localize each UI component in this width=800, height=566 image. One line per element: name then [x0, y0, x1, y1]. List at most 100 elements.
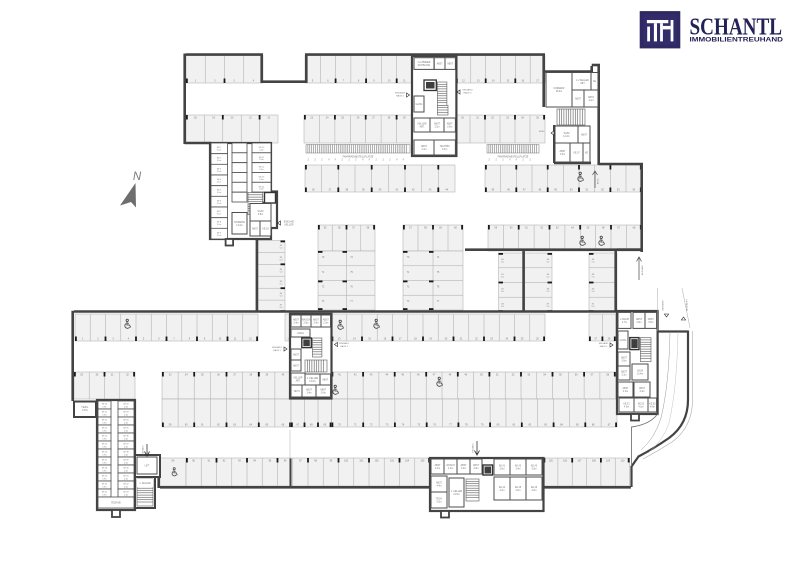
svg-text:66: 66: [282, 424, 285, 427]
svg-text:ABST: ABST: [461, 464, 468, 467]
svg-text:16: 16: [521, 80, 524, 83]
svg-text:KE.6: KE.6: [217, 200, 222, 202]
svg-text:KE: KE: [593, 81, 597, 83]
svg-text:TECHNIK: TECHNIK: [111, 503, 122, 505]
svg-text:21: 21: [249, 117, 252, 120]
svg-text:EINGANG: EINGANG: [472, 443, 475, 453]
svg-text:EINGANG: EINGANG: [395, 92, 405, 95]
svg-text:28: 28: [388, 117, 391, 120]
svg-text:47: 47: [523, 189, 526, 192]
svg-text:5.0: 5.0: [592, 276, 596, 278]
svg-text:KE.23: KE.23: [102, 428, 107, 430]
svg-text:41: 41: [395, 189, 398, 192]
svg-text:97: 97: [299, 460, 302, 463]
svg-text:25: 25: [521, 338, 524, 341]
svg-text:3.1m: 3.1m: [217, 214, 222, 216]
svg-text:75: 75: [437, 272, 440, 274]
svg-text:KE.53: KE.53: [649, 404, 656, 406]
svg-text:69: 69: [323, 424, 326, 427]
svg-text:15: 15: [503, 158, 505, 160]
svg-text:4: 4: [253, 80, 255, 83]
svg-text:3.0m: 3.0m: [621, 361, 626, 363]
svg-text:2.9m: 2.9m: [102, 446, 107, 448]
svg-text:KE.38: KE.38: [123, 452, 128, 454]
svg-text:37: 37: [233, 374, 236, 377]
svg-text:76: 76: [433, 424, 436, 427]
svg-text:61: 61: [201, 424, 204, 427]
svg-text:KE.21: KE.21: [102, 412, 107, 414]
svg-text:3.4m: 3.4m: [124, 406, 129, 408]
svg-text:ABST: ABST: [293, 319, 300, 322]
svg-text:KINDERW: KINDERW: [234, 222, 246, 224]
svg-text:EING.: EING.: [539, 131, 545, 133]
svg-text:GANG: GANG: [416, 103, 423, 106]
svg-text:102: 102: [375, 460, 380, 463]
svg-text:15: 15: [507, 80, 510, 83]
svg-text:IMMOBILIENTREUHAND: IMMOBILIENTREUHAND: [690, 38, 784, 44]
svg-text:82: 82: [528, 424, 531, 427]
svg-text:20: 20: [445, 338, 448, 341]
svg-text:ABST: ABST: [621, 371, 628, 374]
svg-text:KE.2: KE.2: [217, 158, 222, 160]
svg-text:56: 56: [338, 227, 341, 230]
svg-text:71: 71: [322, 272, 325, 274]
svg-text:KE.51: KE.51: [623, 404, 630, 406]
svg-text:KE.40: KE.40: [123, 468, 128, 470]
svg-text:KE.1: KE.1: [217, 147, 222, 149]
svg-text:2.9m: 2.9m: [102, 422, 107, 424]
svg-text:68: 68: [633, 227, 636, 230]
svg-text:31: 31: [111, 374, 114, 377]
svg-text:17: 17: [536, 80, 539, 83]
svg-text:3.1m: 3.1m: [217, 160, 222, 162]
svg-text:66: 66: [602, 227, 605, 230]
svg-text:33: 33: [169, 374, 172, 377]
svg-text:KE.5: KE.5: [217, 190, 222, 192]
svg-text:ABST: ABST: [473, 464, 480, 467]
svg-text:AUSGANG: AUSGANG: [641, 265, 644, 275]
svg-text:KE.44: KE.44: [499, 487, 506, 489]
svg-text:KE.41: KE.41: [123, 476, 128, 478]
svg-text:74: 74: [402, 424, 405, 427]
svg-text:7: 7: [173, 338, 175, 341]
svg-text:SCHANTL: SCHANTL: [690, 15, 783, 41]
svg-text:105: 105: [549, 460, 554, 463]
svg-text:26: 26: [357, 117, 360, 120]
svg-text:KE.07: KE.07: [573, 153, 580, 155]
svg-text:ABST: ABST: [437, 63, 444, 66]
svg-text:15: 15: [516, 158, 518, 160]
svg-text:62: 62: [540, 227, 543, 230]
svg-text:107: 107: [577, 460, 582, 463]
svg-text:TECH: TECH: [436, 499, 443, 501]
svg-text:16: 16: [384, 338, 387, 341]
svg-text:GANG: GANG: [620, 339, 627, 342]
svg-text:92: 92: [223, 460, 226, 463]
svg-text:4.5m: 4.5m: [259, 169, 264, 171]
svg-text:6: 6: [158, 338, 160, 341]
svg-text:ABST: ABST: [636, 318, 643, 321]
svg-text:KELLER: KELLER: [285, 224, 294, 226]
svg-text:55: 55: [559, 374, 562, 377]
svg-text:57: 57: [409, 227, 412, 230]
svg-text:KE.9: KE.9: [217, 232, 222, 234]
svg-text:KE.22: KE.22: [102, 420, 107, 422]
svg-text:81: 81: [501, 274, 504, 276]
svg-text:85: 85: [576, 424, 579, 427]
svg-text:KE.42: KE.42: [123, 484, 128, 486]
svg-text:29: 29: [403, 117, 406, 120]
svg-text:3.1m: 3.1m: [435, 468, 440, 470]
svg-text:72: 72: [407, 287, 410, 289]
svg-text:3.4m: 3.4m: [515, 469, 520, 471]
svg-text:KE.10: KE.10: [259, 147, 265, 149]
svg-text:5.0: 5.0: [592, 262, 596, 264]
svg-text:ABST: ABST: [435, 464, 442, 467]
svg-text:5.0: 5.0: [280, 248, 284, 250]
svg-text:31: 31: [476, 117, 479, 120]
svg-text:3.1m: 3.1m: [217, 171, 222, 173]
svg-text:15: 15: [489, 158, 491, 160]
svg-text:3.1m: 3.1m: [217, 235, 222, 237]
svg-text:KE.29: KE.29: [102, 476, 107, 478]
svg-text:5.0: 5.0: [280, 295, 284, 297]
svg-text:97: 97: [280, 305, 283, 307]
svg-text:7: 7: [343, 80, 345, 83]
svg-text:ABST: ABST: [581, 134, 588, 137]
